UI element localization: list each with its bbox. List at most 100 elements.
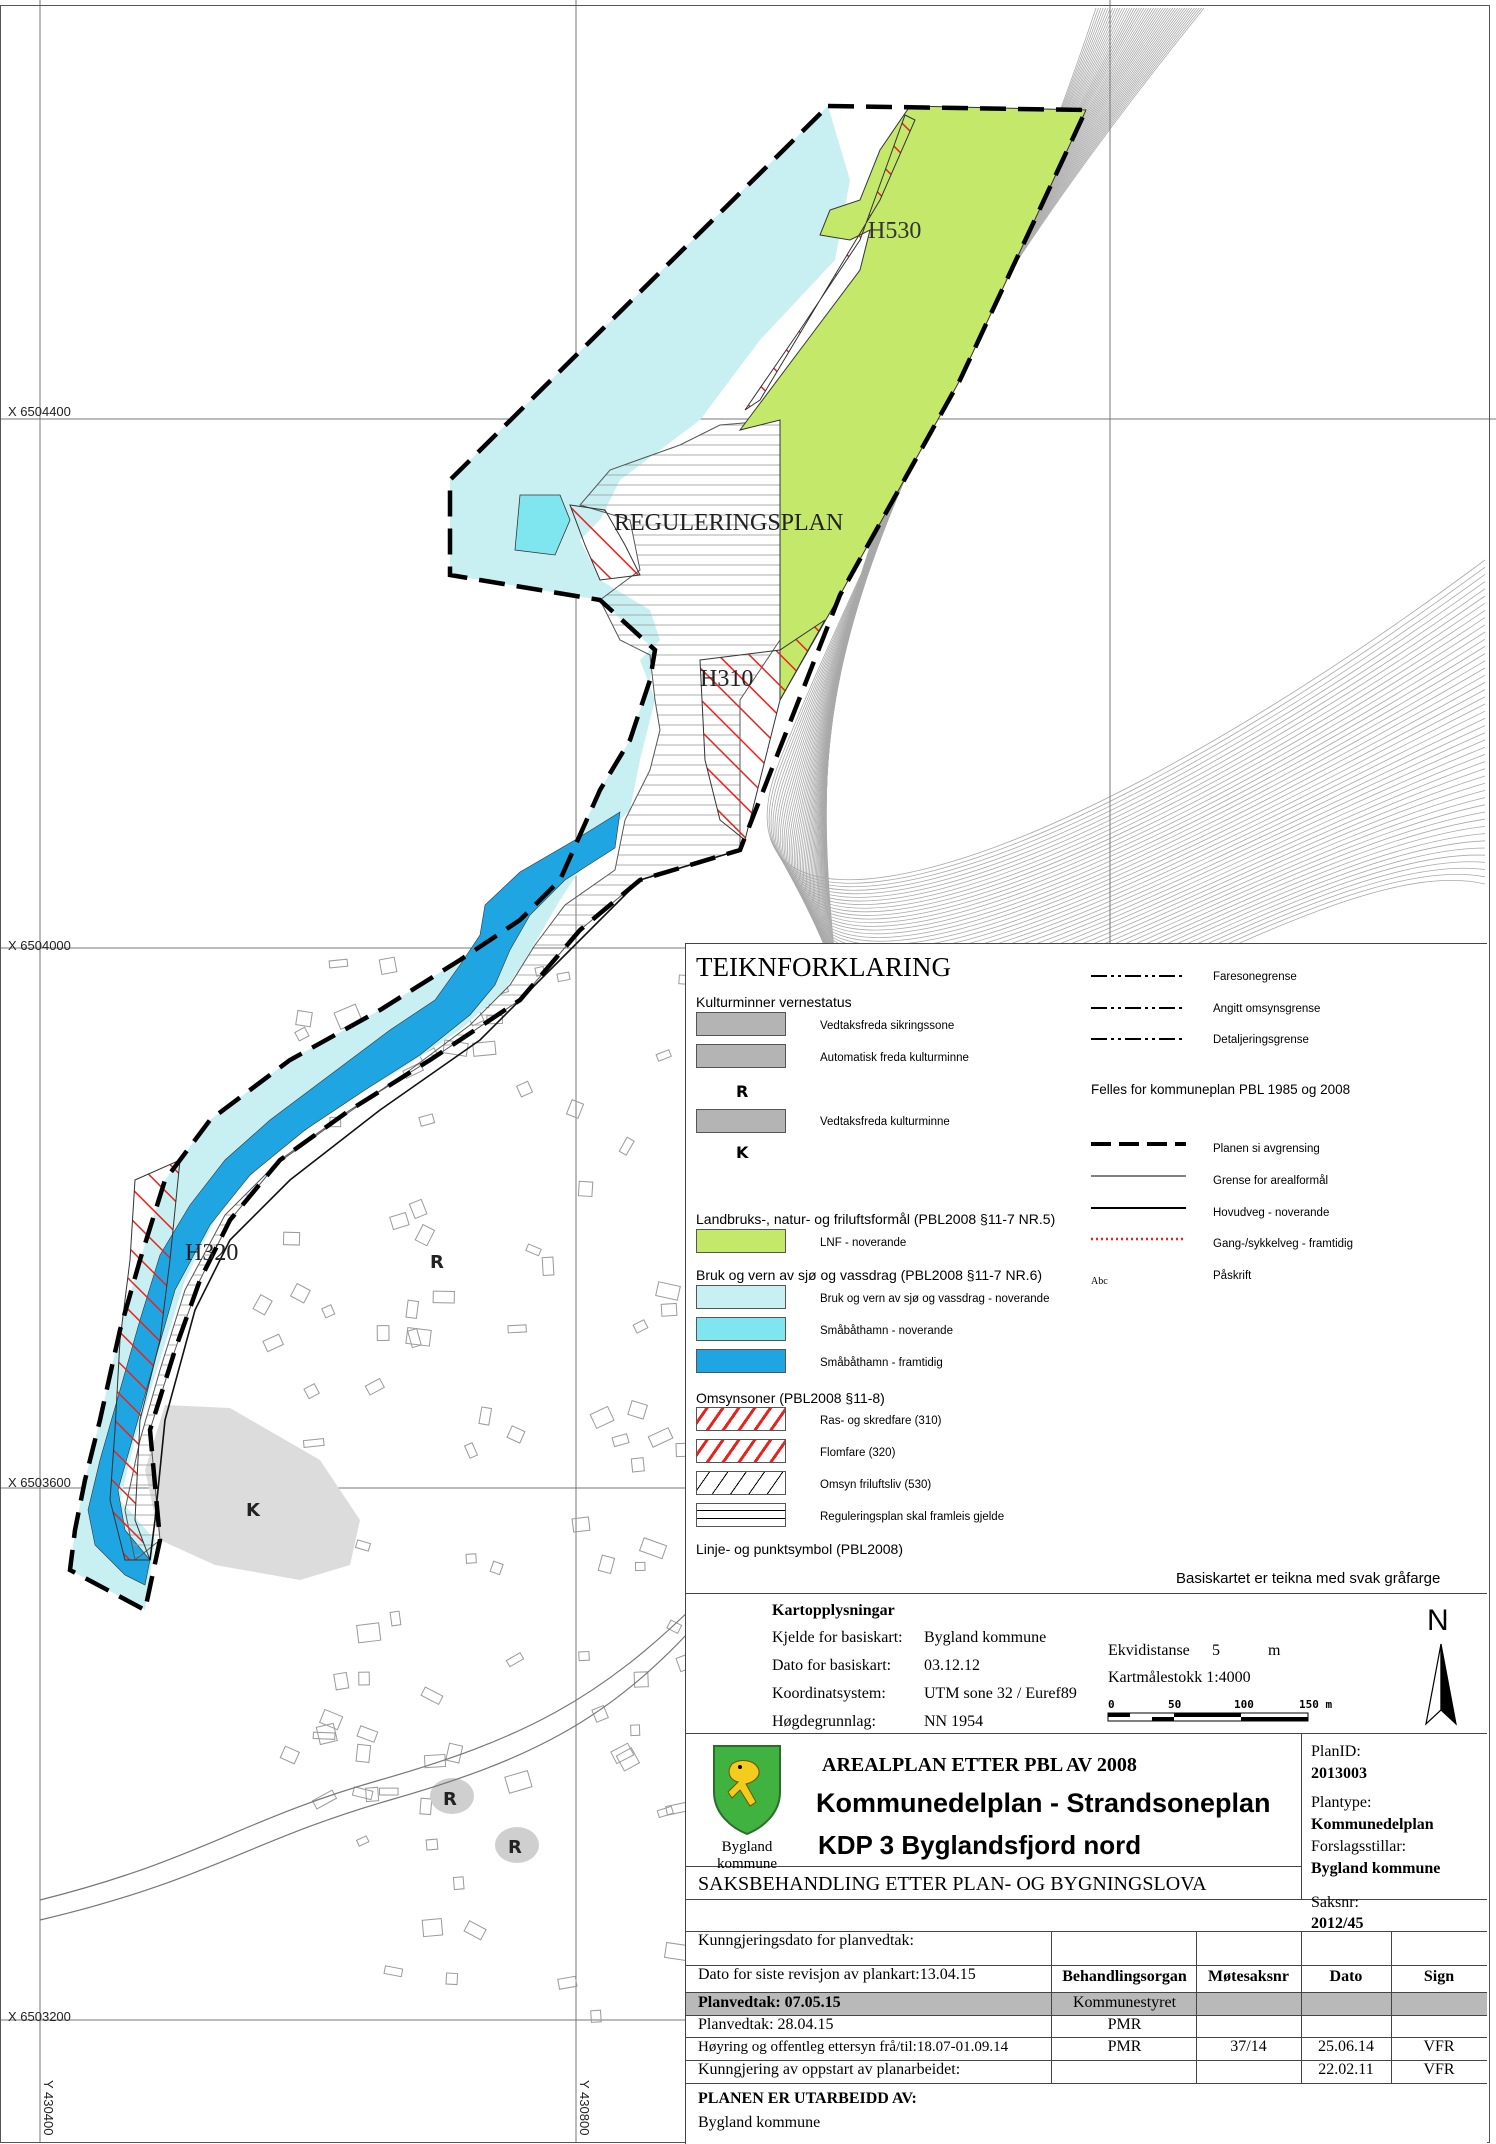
forslagsstillar-label: Forslagsstillar: bbox=[1311, 1838, 1407, 1855]
scale-bar: 0 50 100 150 m bbox=[1107, 1698, 1332, 1722]
legend-section-kultur: Kulturminner vernestatus bbox=[696, 994, 852, 1010]
building-footprint bbox=[425, 1838, 439, 1851]
building-footprint bbox=[541, 1256, 555, 1276]
swatch-automatisk-freda bbox=[696, 1044, 786, 1068]
building-footprint bbox=[321, 1304, 336, 1319]
swatch-vedtaksfreda bbox=[696, 1109, 786, 1133]
swatch-lnf bbox=[696, 1229, 786, 1253]
building-footprint bbox=[378, 1787, 399, 1796]
building-footprint bbox=[472, 1040, 497, 1057]
building-footprint bbox=[318, 1708, 344, 1731]
legend-section-linje: Linje- og punktsymbol (PBL2008) bbox=[696, 1541, 904, 1557]
municipality-name-1: Bygland kommune bbox=[717, 1839, 777, 1872]
plan-title-2: KDP 3 Byglandsfjord nord bbox=[818, 1830, 1142, 1860]
scale-tick-100: 100 bbox=[1234, 1698, 1254, 1711]
zone-label-h530: H530 bbox=[868, 218, 921, 244]
culture-symbol-r-3: R bbox=[508, 1837, 522, 1858]
saksnr-value: 2012/45 bbox=[1311, 1915, 1364, 1932]
building-footprint bbox=[383, 1965, 404, 1978]
building-footprint bbox=[610, 1742, 635, 1765]
legend-item-hamn-noverande: Småbåthamn - noverande bbox=[820, 1325, 953, 1337]
swatch-vassdrag bbox=[696, 1285, 786, 1309]
line-swatch-avgrensing bbox=[1091, 1142, 1186, 1146]
row-kunngjering-oppstart: Kunngjering av oppstart av planarbeidet: bbox=[698, 2061, 961, 2078]
swatch-friluftsliv bbox=[696, 1471, 786, 1495]
building-footprint bbox=[356, 1725, 379, 1743]
row-kunngjering-dato: 22.02.11 bbox=[1318, 2061, 1374, 2078]
legend-item-hovudveg: Hovudveg - noverande bbox=[1213, 1207, 1330, 1219]
legend-symbol-k: K bbox=[736, 1143, 749, 1162]
building-footprint bbox=[389, 1211, 410, 1231]
line-swatch-faresonegrense bbox=[1091, 975, 1186, 977]
building-footprint bbox=[655, 1281, 681, 1301]
building-footprint bbox=[565, 1099, 585, 1119]
building-footprint bbox=[478, 1406, 493, 1426]
ekvidistanse-label: Ekvidistanse bbox=[1108, 1642, 1190, 1659]
north-arrow: N bbox=[1425, 1604, 1457, 1726]
coord-label-y1: Y 430400 bbox=[41, 2080, 56, 2136]
saksnr-label: Saksnr: bbox=[1311, 1894, 1359, 1911]
plantype-label: Plantype: bbox=[1311, 1794, 1372, 1811]
harbour-existing-area bbox=[514, 494, 571, 556]
line-swatch-gangveg bbox=[1091, 1237, 1186, 1241]
legend-panel: TEIKNFORKLARING Kulturminner vernestatus… bbox=[685, 943, 1487, 1594]
building-footprint bbox=[358, 1671, 370, 1686]
building-footprint bbox=[252, 1294, 273, 1316]
building-footprint bbox=[418, 1113, 436, 1127]
info-label-kjelde: Kjelde for basiskart: bbox=[772, 1629, 903, 1646]
building-footprint bbox=[354, 1539, 372, 1552]
legend-item-sikringssone: Vedtaksfreda sikringssone bbox=[820, 1020, 955, 1032]
hazard-reg-area bbox=[569, 504, 641, 581]
building-footprint bbox=[465, 1553, 477, 1564]
road-lower-2 bbox=[39, 1619, 701, 1921]
legend-section-omsyn: Omsynsoner (PBL2008 §11-8) bbox=[696, 1390, 885, 1406]
legend-section-sjo: Bruk og vern av sjø og vassdrag (PBL2008… bbox=[696, 1267, 1043, 1283]
info-label-koordinat: Koordinatsystem: bbox=[772, 1685, 886, 1702]
planid-label: PlanID: bbox=[1311, 1743, 1361, 1760]
legend-item-avgrensing: Planen si avgrensing bbox=[1213, 1143, 1320, 1155]
legend-item-lnf: LNF - noverande bbox=[820, 1237, 907, 1249]
building-footprint bbox=[647, 1427, 674, 1448]
scale-tick-150: 150 m bbox=[1299, 1698, 1332, 1711]
culture-zone-dot-1 bbox=[430, 1778, 474, 1814]
building-footprint bbox=[279, 1745, 301, 1765]
water-area bbox=[70, 106, 850, 1610]
culture-symbol-r-1: R bbox=[430, 1252, 444, 1273]
scale-tick-0: 0 bbox=[1108, 1698, 1115, 1711]
coord-label-x4: X 6503200 bbox=[8, 2009, 71, 2024]
building-footprint bbox=[289, 1282, 311, 1304]
building-footprint bbox=[504, 1769, 533, 1794]
building-footprint bbox=[489, 1560, 504, 1576]
building-footprint bbox=[303, 1383, 320, 1400]
building-footprint bbox=[630, 1724, 641, 1737]
bygland-coat-of-arms bbox=[713, 1745, 781, 1836]
building-footprint bbox=[630, 1457, 645, 1473]
building-footprint bbox=[365, 1786, 380, 1803]
building-footprint bbox=[556, 971, 571, 983]
building-footprint bbox=[597, 1554, 616, 1575]
swatch-flom bbox=[696, 1439, 786, 1463]
row-planvedtak-final: Planvedtak: 07.05.15 bbox=[698, 1994, 841, 2011]
main-road bbox=[149, 849, 741, 1561]
legend-item-vedtaksfreda: Vedtaksfreda kulturminne bbox=[820, 1116, 950, 1128]
building-footprint bbox=[611, 1433, 630, 1448]
building-footprint bbox=[333, 1671, 350, 1691]
kunngjering-planvedtak: Kunngjeringsdato for planvedtak: bbox=[698, 1932, 914, 1949]
info-heading: Kartopplysningar bbox=[772, 1602, 895, 1619]
map-scale: Kartmålestokk 1:4000 bbox=[1108, 1669, 1251, 1686]
building-footprint bbox=[315, 1722, 338, 1746]
legend-felles-heading: Felles for kommuneplan PBL 1985 og 2008 bbox=[1091, 1082, 1351, 1097]
building-footprint bbox=[376, 1325, 390, 1342]
planvedtak-row-highlight bbox=[686, 1993, 1487, 2015]
building-footprint bbox=[632, 1319, 649, 1334]
building-footprint bbox=[355, 1835, 370, 1847]
building-footprint bbox=[445, 1742, 464, 1764]
info-value-koordinat: UTM sone 32 / Euref89 bbox=[924, 1685, 1077, 1702]
building-footprint bbox=[423, 1753, 447, 1769]
legend-symbol-r: R bbox=[736, 1082, 749, 1101]
legend-item-faresonegrense: Faresonegrense bbox=[1213, 971, 1297, 983]
col-header-dato: Dato bbox=[1329, 1968, 1363, 1985]
legend-item-flom: Flomfare (320) bbox=[820, 1447, 896, 1459]
building-footprint bbox=[414, 1223, 436, 1247]
building-footprint bbox=[355, 1743, 372, 1764]
